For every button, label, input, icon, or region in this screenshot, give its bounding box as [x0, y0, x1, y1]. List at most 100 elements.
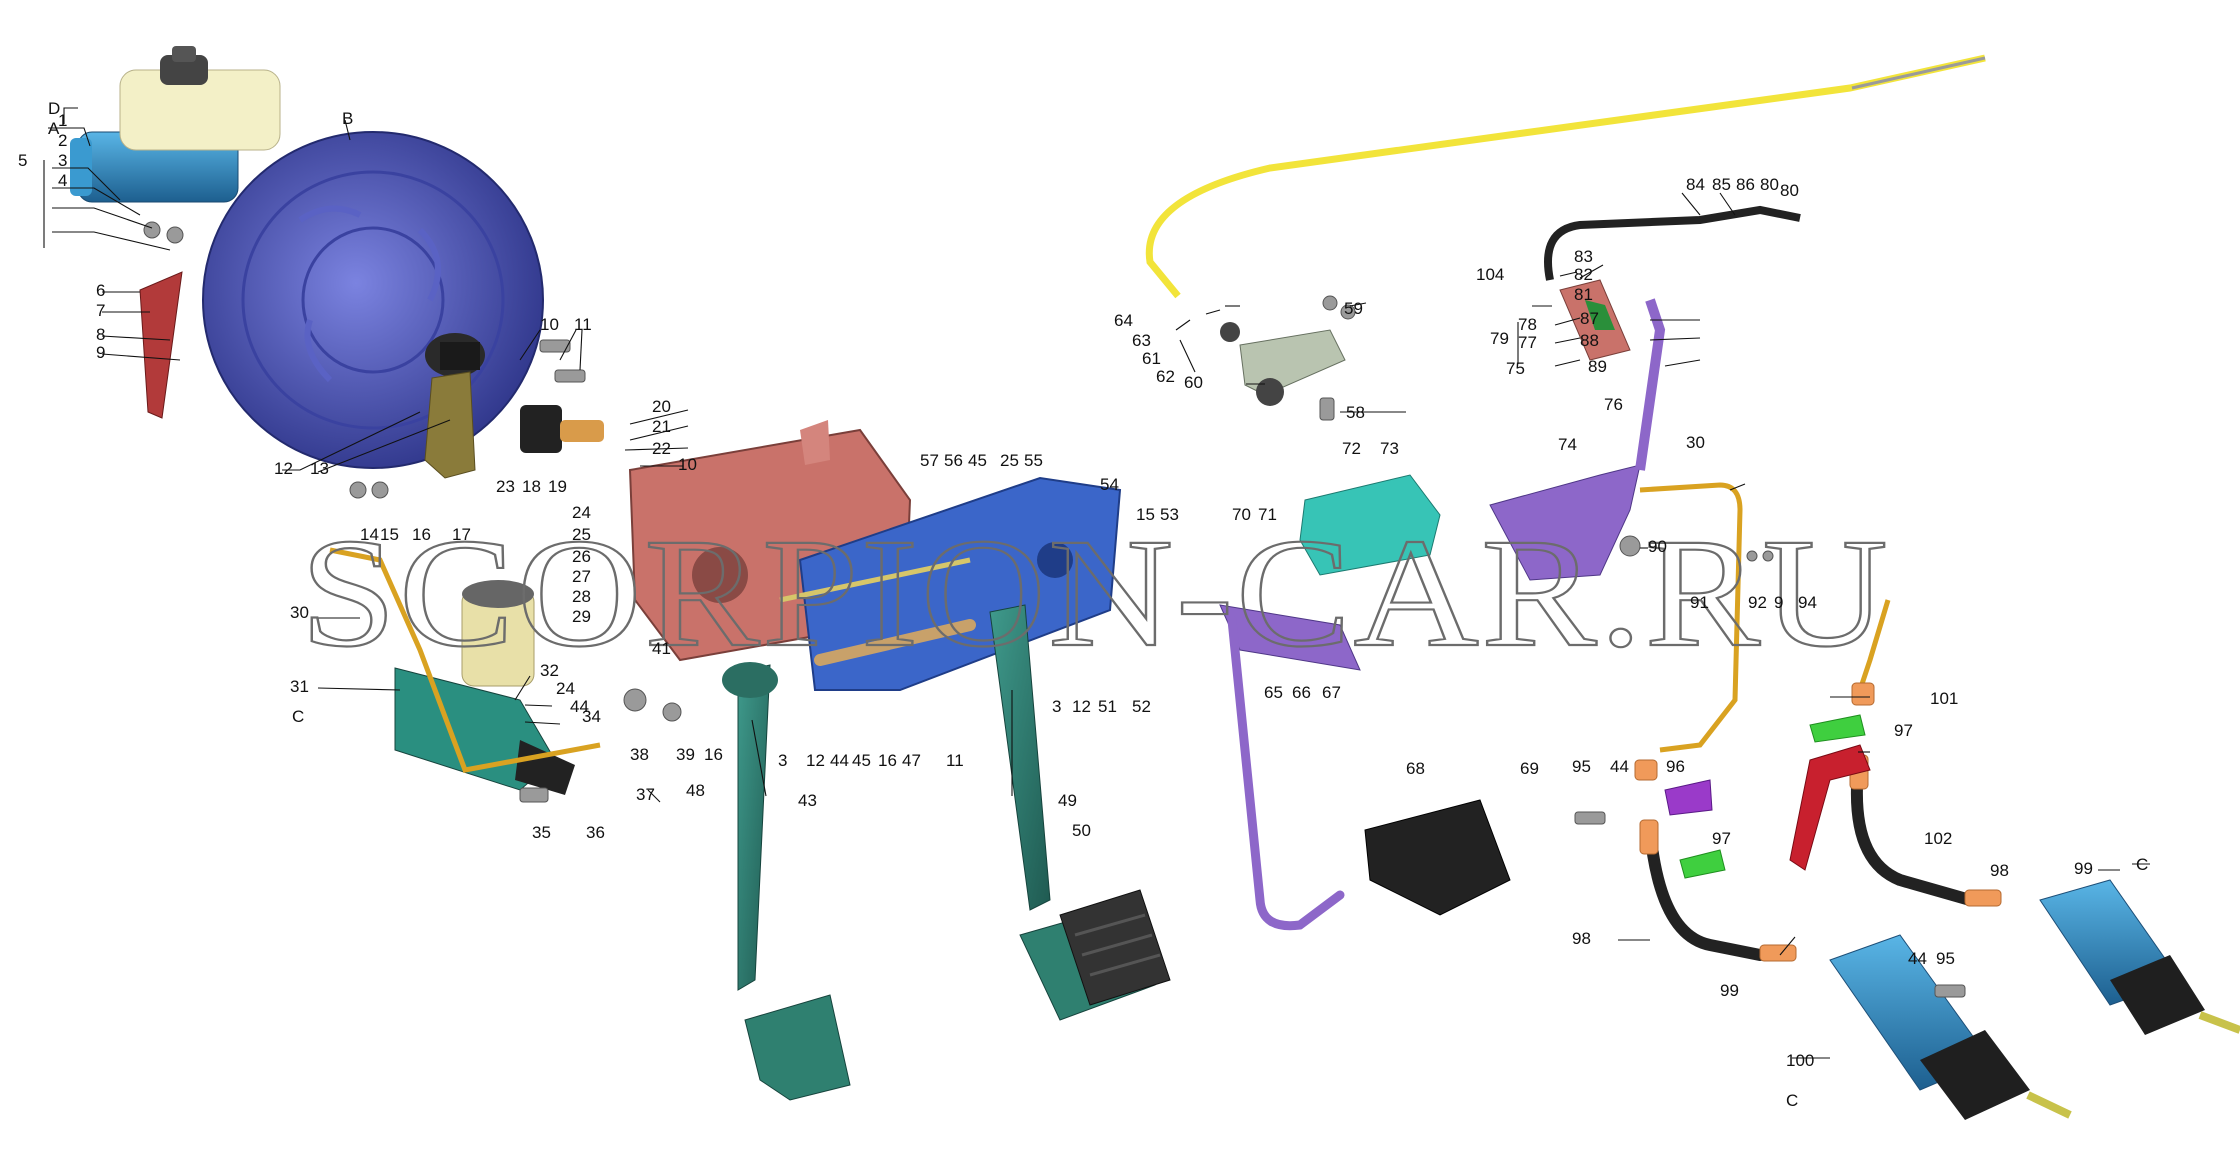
part-label-92: 92: [1748, 593, 1767, 612]
part-label-25: 25: [1000, 451, 1019, 470]
part-label-102: 102: [1924, 829, 1952, 848]
part-label-14: 14: [360, 525, 379, 544]
part-label-75: 75: [1506, 359, 1525, 378]
part-label-15: 15: [380, 525, 399, 544]
part-label-8: 8: [96, 325, 105, 344]
part-label-73: 73: [1380, 439, 1399, 458]
clevis: [424, 371, 476, 479]
part-label-60: 60: [1184, 373, 1203, 392]
part-label-12: 12: [1072, 697, 1091, 716]
letter-C-clutch-mc: C: [292, 707, 304, 726]
part-label-79: 79: [1490, 329, 1509, 348]
part-label-58: 58: [1346, 403, 1365, 422]
clip-97-upper: [1809, 714, 1866, 743]
clip-97-lower: [1679, 849, 1726, 879]
clutch-pipe-left: [329, 547, 601, 773]
part-label-28: 28: [572, 587, 591, 606]
slave-cylinder-100: [1829, 934, 2072, 1120]
part-label-95: 95: [1572, 757, 1591, 776]
part-label-41: 41: [652, 639, 671, 658]
part-label-16: 16: [878, 751, 897, 770]
part-label-17: 17: [452, 525, 471, 544]
part-label-48: 48: [686, 781, 705, 800]
part-label-87: 87: [1580, 309, 1599, 328]
part-label-32: 32: [540, 661, 559, 680]
part-label-61: 61: [1142, 349, 1161, 368]
part-label-37: 37: [636, 785, 655, 804]
part-label-36: 36: [586, 823, 605, 842]
part-label-84: 84: [1686, 175, 1705, 194]
clutch-pedal: [722, 662, 851, 1101]
part-label-97: 97: [1894, 721, 1913, 740]
part-label-49: 49: [1058, 791, 1077, 810]
part-label-51: 51: [1098, 697, 1117, 716]
part-label-43: 43: [798, 791, 817, 810]
part-label-10: 10: [678, 455, 697, 474]
letter-callouts: D A B C C C: [48, 99, 2148, 1110]
part-label-83: 83: [1574, 247, 1593, 266]
purple-linkage: [1219, 298, 1666, 931]
hose-bracket: [1789, 744, 1871, 871]
part-label-80: 80: [1760, 175, 1779, 194]
part-label-26: 26: [572, 547, 591, 566]
part-label-97: 97: [1712, 829, 1731, 848]
part-label-59: 59: [1344, 299, 1363, 318]
teal-bracket: [1299, 474, 1441, 576]
part-label-2: 2: [58, 131, 67, 150]
part-label-3: 3: [58, 151, 67, 170]
control-cable: [1145, 54, 1986, 299]
brake-master-cylinder: [70, 46, 281, 203]
part-label-78: 78: [1518, 315, 1537, 334]
part-label-29: 29: [572, 607, 591, 626]
letter-A: A: [48, 119, 60, 138]
part-label-88: 88: [1580, 331, 1599, 350]
part-label-4: 4: [58, 171, 67, 190]
part-label-22: 22: [652, 439, 671, 458]
hose-right: [1850, 764, 1976, 906]
part-label-20: 20: [652, 397, 671, 416]
part-label-70: 70: [1232, 505, 1251, 524]
part-label-25: 25: [572, 525, 591, 544]
part-label-24: 24: [572, 503, 591, 522]
part-label-100: 100: [1786, 1051, 1814, 1070]
part-label-89: 89: [1588, 357, 1607, 376]
part-label-24: 24: [556, 679, 575, 698]
part-label-91: 91: [1690, 593, 1709, 612]
part-label-98: 98: [1572, 929, 1591, 948]
part-label-16: 16: [704, 745, 723, 764]
part-label-71: 71: [1258, 505, 1277, 524]
part-label-77: 77: [1518, 333, 1537, 352]
part-label-64: 64: [1114, 311, 1133, 330]
part-label-5: 5: [18, 151, 27, 170]
part-label-45: 45: [852, 751, 871, 770]
fasteners: [143, 221, 1966, 998]
leader-lines: [43, 107, 2150, 1059]
part-label-82: 82: [1574, 265, 1593, 284]
part-label-12: 12: [806, 751, 825, 770]
part-label-85: 85: [1712, 175, 1731, 194]
part-label-86: 86: [1736, 175, 1755, 194]
spacer: [520, 405, 562, 453]
part-label-55: 55: [1024, 451, 1043, 470]
part-label-30: 30: [290, 603, 309, 622]
part-label-50: 50: [1072, 821, 1091, 840]
part-label-11: 11: [574, 315, 592, 334]
part-label-54: 54: [1100, 475, 1119, 494]
part-label-3: 3: [778, 751, 787, 770]
part-label-101: 101: [1930, 689, 1958, 708]
switch-cable: [1544, 205, 1801, 281]
part-label-3: 3: [1052, 697, 1061, 716]
part-label-68: 68: [1406, 759, 1425, 778]
part-label-10: 10: [540, 315, 559, 334]
part-label-18: 18: [522, 477, 541, 496]
part-label-94: 94: [1798, 593, 1817, 612]
part-label-95: 95: [1936, 949, 1955, 968]
cable-bracket: [1220, 322, 1346, 406]
part-label-98: 98: [1990, 861, 2009, 880]
pedal-pad: [1364, 799, 1511, 916]
part-label-15: 15: [1136, 505, 1155, 524]
letter-C-slave-103: C: [2136, 855, 2148, 874]
part-label-35: 35: [532, 823, 551, 842]
